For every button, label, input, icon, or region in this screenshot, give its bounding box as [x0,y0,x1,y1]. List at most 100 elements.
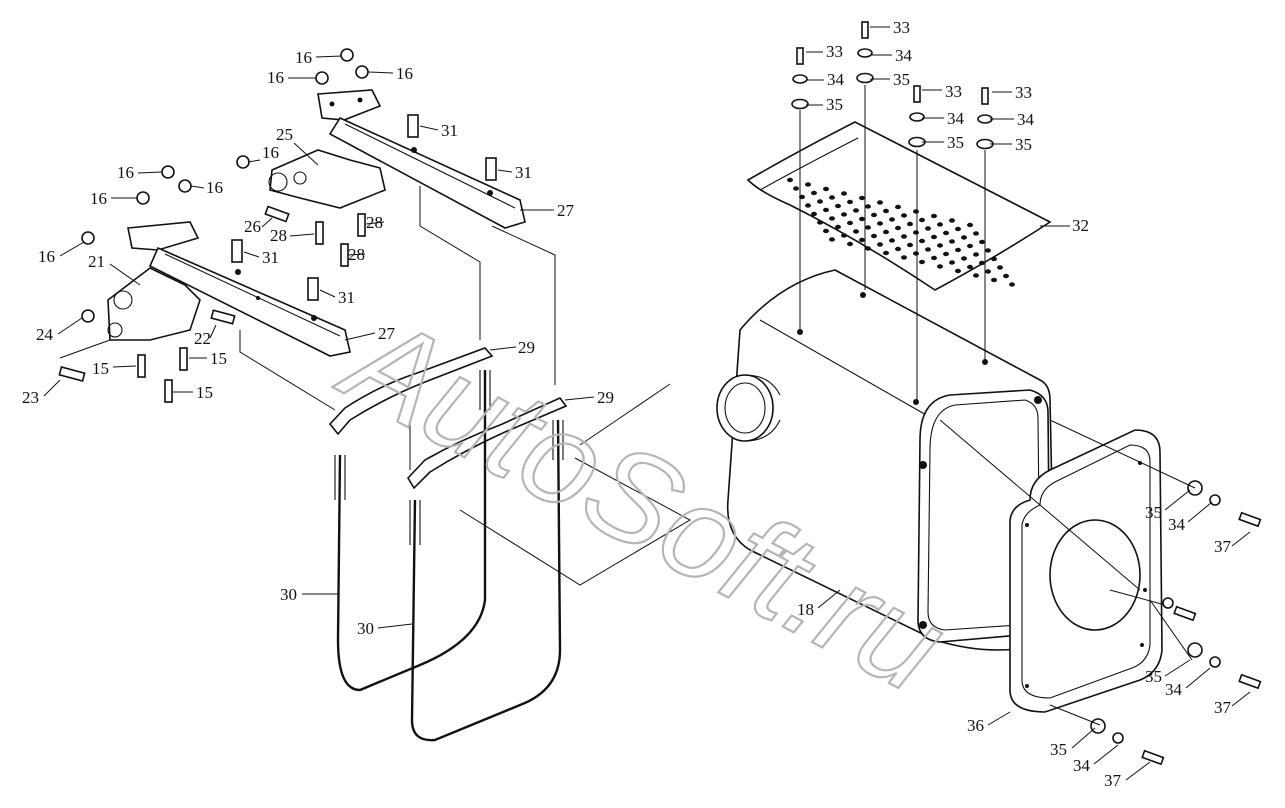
perforation-hole [973,231,979,236]
part-label-15: 15 [196,383,213,402]
perforation-hole [871,212,877,218]
part-label-27: 27 [557,201,575,220]
nut-16-a [340,48,354,62]
perforation-hole [985,269,991,274]
washer-34 [977,114,993,124]
part-label-34: 34 [827,70,845,89]
perforation-hole [835,203,841,209]
part-label-35: 35 [1145,503,1162,522]
part-label-37: 37 [1214,537,1232,556]
part-label-37: 37 [1104,771,1122,790]
perforation-hole [925,226,931,231]
perforation-hole [811,211,817,217]
part-label-35: 35 [893,70,910,89]
part-label-32: 32 [1072,216,1089,235]
part-label-16: 16 [117,163,134,182]
perforation-hole [895,204,901,210]
bolt-23 [58,366,86,382]
lower-support-beam [127,221,351,357]
bolt-22 [210,309,236,325]
leader-line [59,241,85,257]
part-label-35: 35 [1050,740,1067,759]
perforation-hole [829,237,835,242]
perforation-hole [931,234,937,240]
part-label-34: 34 [947,109,965,128]
part-label-29: 29 [518,338,535,357]
perforation-hole [805,182,811,187]
upper-support-beam [317,89,526,229]
muffler-inlet-pipe [716,374,781,442]
upper-bracket [268,149,386,209]
washer-34 [1112,732,1124,744]
perforation-hole [937,264,943,269]
part-label-34: 34 [1165,680,1183,699]
leader-line [112,365,137,368]
perforation-hole [961,235,967,240]
perforation-hole [823,228,829,234]
perforation-hole [997,265,1003,270]
nut-16-f [136,191,150,205]
perforation-hole [877,200,883,205]
perforation-hole [967,222,973,228]
leader-line [293,142,319,166]
leader-line [1187,501,1213,523]
perforation-hole [901,255,907,260]
part-label-24: 24 [36,325,54,344]
perforation-hole [931,213,937,219]
part-label-15: 15 [92,359,109,378]
part-label-22: 22 [194,329,211,348]
washer-34 [909,112,925,122]
part-label-28: 28 [348,245,365,264]
part-label-28: 28 [366,213,383,232]
perforation-hole [907,221,913,227]
perforation-hole [895,246,901,252]
leader-line [365,221,385,225]
perforation-hole [859,237,865,243]
perforation-hole [919,259,925,265]
perforation-hole [949,239,955,244]
perforation-hole [913,251,919,256]
perforation-hole [949,218,955,223]
perforation-hole [955,268,961,274]
perforation-hole [835,224,841,230]
leader-line [315,55,343,58]
bolt-31-d [307,277,319,301]
part-label-33: 33 [1015,83,1032,102]
perforation-hole [877,242,883,247]
part-label-36: 36 [967,716,984,735]
part-label-34: 34 [1017,110,1035,129]
bolt-28-a [315,221,324,245]
perforation-hole [793,186,799,191]
perforation-hole [817,220,823,225]
perforation-hole [943,230,949,236]
leader-line [319,289,336,298]
perforation-hole [949,260,955,265]
washer-34 [857,48,873,58]
leader-line [261,217,273,228]
perforation-hole [853,229,859,234]
strap-29-a [328,347,494,436]
part-label-34: 34 [1168,515,1186,534]
nut-16-g [236,155,250,169]
perforation-hole [877,221,883,226]
perforation-hole [823,207,829,213]
perforation-hole [865,246,871,251]
leader-line [1093,744,1119,765]
perforation-hole [943,251,949,257]
perforation-hole [883,208,889,214]
perforation-hole [1003,273,1009,279]
perforation-hole [991,277,997,283]
perforation-hole [991,256,997,262]
leader-line [367,71,394,74]
lower-bracket [107,267,201,341]
part-label-35: 35 [947,133,964,152]
assembly-lines-right [799,85,1196,726]
bolt-15-c [164,379,173,403]
nut-16-d [161,165,175,179]
perforation-hole [823,186,829,192]
perforation-hole [841,191,847,196]
perforation-hole [961,256,967,261]
perforation-hole [937,243,943,248]
u-bolt-30-a [334,370,491,692]
leader-line [987,711,1011,726]
